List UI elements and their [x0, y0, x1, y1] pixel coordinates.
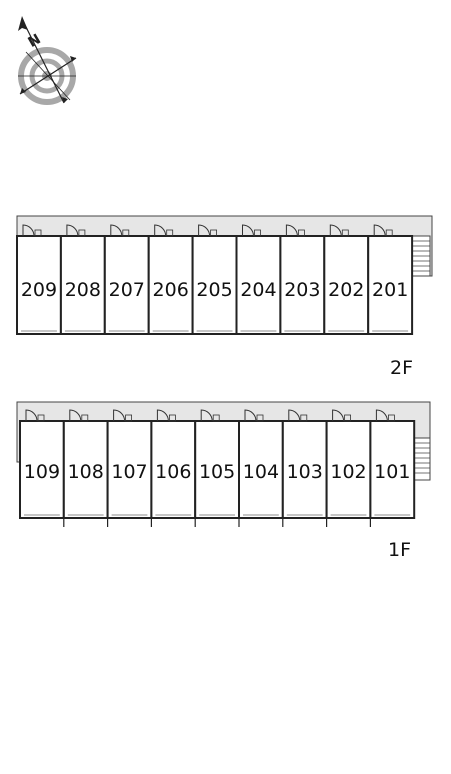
unit-number: 205: [196, 279, 232, 301]
unit-206: 206: [147, 224, 194, 335]
floor-label: 2F: [390, 357, 413, 379]
door-icon: [242, 224, 254, 237]
unit-204: 204: [235, 224, 282, 335]
unit-107: 107: [106, 409, 153, 527]
unit-number: 101: [374, 461, 410, 483]
unit-number: 209: [21, 279, 57, 301]
door-icon: [69, 409, 82, 422]
unit-109: 109: [19, 409, 65, 519]
door-icon: [288, 409, 301, 422]
door-icon: [110, 224, 123, 237]
compass-rose-icon: [18, 16, 77, 105]
unit-number: 208: [65, 279, 101, 301]
floor-2f: 209 208 207 206 205 204 203 202 201 2F: [16, 215, 433, 379]
unit-106: 106: [150, 409, 197, 527]
unit-number: 206: [153, 279, 189, 301]
door-icon: [373, 224, 386, 237]
unit-number: 102: [330, 461, 366, 483]
unit-108: 108: [62, 409, 109, 527]
unit-205: 205: [191, 224, 238, 335]
unit-101: 101: [369, 409, 416, 527]
unit-number: 104: [243, 461, 279, 483]
unit-number: 201: [372, 279, 408, 301]
unit-103: 103: [281, 409, 328, 527]
stairs-icon: [411, 235, 431, 277]
unit-number: 107: [111, 461, 147, 483]
door-icon: [329, 224, 342, 237]
door-icon: [375, 409, 388, 422]
floor-1f: 109 108 107 106 105 104 103 102 101 1F: [16, 401, 431, 561]
door-icon: [154, 224, 167, 237]
unit-209: 209: [16, 224, 62, 335]
door-icon: [66, 224, 79, 237]
unit-201: 201: [367, 224, 414, 335]
door-icon: [332, 409, 345, 422]
unit-105: 105: [194, 409, 240, 527]
unit-number: 103: [287, 461, 323, 483]
door-icon: [113, 409, 126, 422]
door-icon: [22, 224, 35, 237]
door-icon: [285, 224, 298, 237]
unit-number: 105: [199, 461, 235, 483]
door-icon: [25, 409, 38, 422]
door-icon: [156, 409, 169, 422]
unit-number: 207: [109, 279, 145, 301]
unit-number: 202: [328, 279, 364, 301]
door-icon: [200, 409, 213, 422]
unit-number: 203: [284, 279, 320, 301]
door-icon: [198, 224, 211, 237]
unit-203: 203: [279, 224, 326, 335]
floor-label: 1F: [388, 539, 411, 561]
unit-207: 207: [103, 224, 150, 335]
unit-number: 204: [240, 279, 276, 301]
unit-104: 104: [238, 409, 284, 527]
unit-208: 208: [59, 224, 106, 335]
unit-202: 202: [323, 224, 370, 335]
unit-number: 106: [155, 461, 191, 483]
unit-number: 108: [68, 461, 104, 483]
unit-102: 102: [325, 409, 372, 527]
unit-number: 109: [24, 461, 60, 483]
door-icon: [244, 409, 257, 422]
